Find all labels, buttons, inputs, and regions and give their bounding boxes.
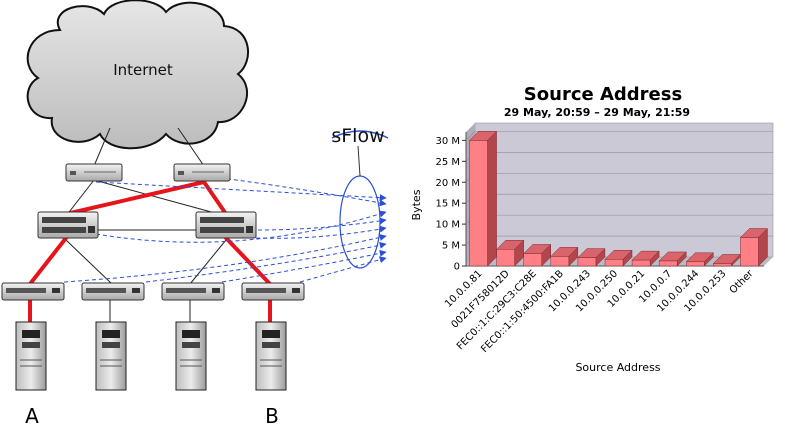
y-tick-label: 20 M bbox=[435, 178, 460, 189]
y-tick-label: 15 M bbox=[435, 199, 460, 210]
grid-lines bbox=[465, 131, 773, 246]
core-switch-left bbox=[37, 211, 99, 239]
bar-10.0.0.250 bbox=[604, 249, 633, 267]
y-tick-label: 10 M bbox=[435, 220, 460, 231]
y-axis-title: Bytes bbox=[410, 189, 423, 220]
bar-10.0.0.7 bbox=[658, 251, 687, 267]
bar-front bbox=[658, 260, 678, 267]
grid-line bbox=[465, 131, 476, 141]
bar-front bbox=[631, 259, 651, 267]
bar-FEC0::1:50:4500:FA1B bbox=[550, 246, 579, 267]
sflow-collector-ellipse bbox=[339, 175, 381, 269]
sflow-logo: sFlow bbox=[331, 125, 389, 147]
server-a bbox=[15, 321, 47, 391]
bar-10.0.0.243 bbox=[577, 248, 606, 267]
internet-label: Internet bbox=[113, 61, 173, 79]
bar-front bbox=[686, 261, 705, 267]
bar-front bbox=[740, 237, 759, 267]
network-diagram: Internet bbox=[1, 0, 389, 428]
y-tick-label: 0 bbox=[454, 262, 460, 273]
source-address-chart: Source Address 29 May, 20:59 – 29 May, 2… bbox=[410, 84, 774, 374]
router-left bbox=[65, 163, 123, 182]
bar-side bbox=[487, 130, 497, 267]
sflow-pointer-line bbox=[357, 145, 361, 177]
y-tick-label: 25 M bbox=[435, 157, 460, 168]
server-2 bbox=[95, 321, 127, 391]
plot-back-wall bbox=[474, 122, 774, 258]
red-traffic-path bbox=[28, 180, 272, 326]
bar-10.0.0.244 bbox=[685, 252, 714, 267]
router-right bbox=[173, 163, 231, 182]
y-axis: 0 5 M 10 M 15 M 20 M 25 M 30 M bbox=[435, 136, 466, 273]
edge-switch-3 bbox=[161, 282, 225, 301]
bars bbox=[468, 130, 769, 267]
x-axis: 10.0.0.810021F758012DFEC0::1:C:29C3:C28E… bbox=[443, 268, 756, 355]
sflow-logo-text: sFlow bbox=[331, 125, 384, 147]
bar-10.0.0.21 bbox=[631, 250, 660, 267]
edge-switch-2 bbox=[81, 282, 145, 301]
edge-switch-4 bbox=[241, 282, 305, 301]
bar-front bbox=[496, 249, 515, 267]
bar-front bbox=[577, 257, 597, 267]
chart-title: Source Address bbox=[524, 84, 682, 105]
bar-front bbox=[469, 140, 488, 267]
bar-front bbox=[523, 253, 542, 267]
server-3 bbox=[175, 321, 207, 391]
server-b bbox=[255, 321, 287, 391]
host-a-label: A bbox=[25, 404, 39, 428]
chart-subtitle: 29 May, 20:59 – 29 May, 21:59 bbox=[504, 106, 690, 119]
bar-front bbox=[604, 259, 624, 267]
edge-switch-1 bbox=[1, 282, 65, 301]
x-tick-label: Other bbox=[728, 268, 756, 296]
bar-Other bbox=[739, 227, 769, 267]
x-axis-title: Source Address bbox=[575, 361, 660, 374]
bar-0021F758012D bbox=[496, 239, 525, 267]
y-tick-label: 30 M bbox=[435, 136, 460, 147]
host-b-label: B bbox=[265, 404, 279, 428]
internet-cloud: Internet bbox=[26, 0, 250, 150]
bar-front bbox=[713, 263, 732, 267]
core-switch-right bbox=[195, 211, 257, 239]
bar-10.0.0.81 bbox=[468, 130, 498, 267]
y-tick-label: 5 M bbox=[442, 241, 460, 252]
bar-front bbox=[550, 256, 570, 267]
